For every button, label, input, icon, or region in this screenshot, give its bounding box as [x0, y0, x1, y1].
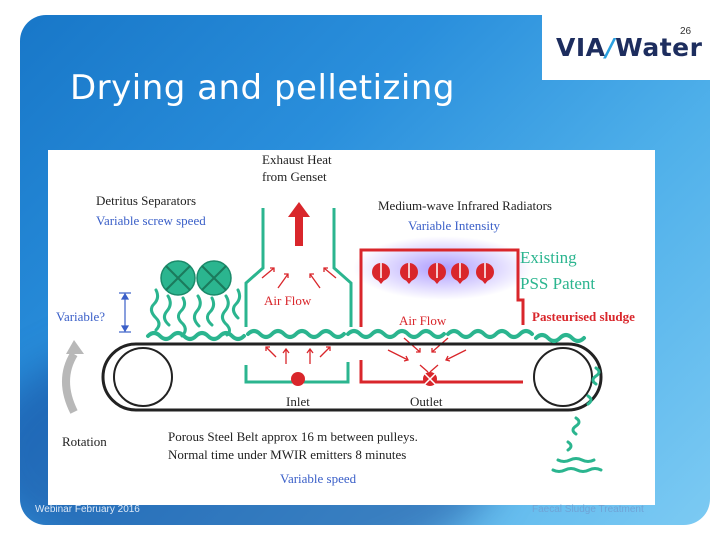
falling-pellets-icon: [551, 366, 603, 473]
outlet-port-icon: [423, 372, 437, 386]
rotation-arrow-icon: [62, 340, 84, 414]
air-flow-right-label: Air Flow: [399, 313, 447, 328]
existing-label: Existing: [520, 248, 577, 267]
outlet-label: Outlet: [410, 394, 443, 409]
infrared-hood: [359, 248, 525, 384]
infrared-radiators-icon: [372, 263, 494, 284]
inlet-port-icon: [291, 372, 305, 386]
infrared-title: Medium-wave Infrared Radiators: [378, 198, 552, 213]
patent-label: PSS Patent: [520, 274, 595, 293]
belt: [101, 342, 603, 412]
logo-panel: [542, 15, 710, 80]
inlet-label: Inlet: [286, 394, 310, 409]
via-water-logo: VIA/Water: [556, 33, 702, 62]
airflow-arrows-left-icon: [261, 267, 337, 364]
variable-speed-label: Variable speed: [280, 471, 357, 486]
footer-left: Webinar February 2016: [35, 504, 140, 515]
slide-title: Drying and pelletizing: [70, 68, 455, 108]
footer-right: Faecal Sludge Treatment: [532, 504, 644, 515]
logo-water: Water: [615, 33, 703, 62]
infrared-sub: Variable Intensity: [408, 218, 501, 233]
exhaust-label-1: Exhaust Heat: [262, 152, 332, 167]
process-diagram: Exhaust Heat from Genset Detritus Separa…: [48, 150, 655, 505]
belt-description-2: Normal time under MWIR emitters 8 minute…: [168, 447, 406, 462]
detritus-title: Detritus Separators: [96, 193, 196, 208]
height-adjust-icon: [119, 292, 131, 333]
exhaust-arrow-icon: [288, 202, 310, 246]
sludge-layer: [146, 329, 586, 343]
belt-description-1: Porous Steel Belt approx 16 m between pu…: [168, 429, 418, 444]
right-pulley-icon: [533, 347, 593, 407]
pasteurised-label: Pasteurised sludge: [532, 309, 635, 324]
detritus-sub: Variable screw speed: [96, 213, 206, 228]
logo-wave-icon: /: [605, 33, 616, 62]
variable-question: Variable?: [56, 309, 105, 324]
left-pulley-icon: [113, 347, 173, 407]
process-diagram-svg: Exhaust Heat from Genset Detritus Separa…: [56, 152, 635, 486]
separator-left-icon: [160, 260, 196, 296]
rotation-label: Rotation: [62, 434, 107, 449]
air-flow-left-label: Air Flow: [264, 293, 312, 308]
separator-right-icon: [196, 260, 232, 296]
sludge-strands: [149, 288, 242, 338]
logo-via: VIA: [556, 33, 606, 62]
exhaust-label-2: from Genset: [262, 169, 327, 184]
page-number: 26: [680, 26, 692, 37]
